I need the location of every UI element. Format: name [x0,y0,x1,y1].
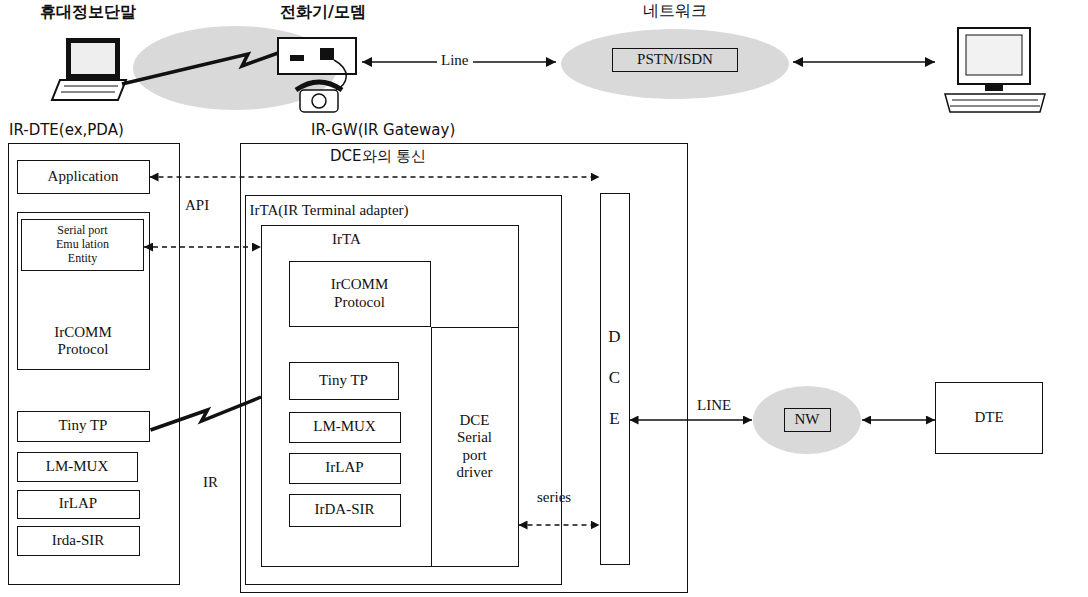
node-label: 네트워크 [643,2,707,20]
adapter-inner-box: IrTA IrCOMM ProtocolTiny TP LM-MUX IrLAP IrD… [261,225,519,567]
edge-label: IR [203,474,218,491]
adapter-box: IrTA(IR Terminal adapter) IrTA IrCOMM Prot… [245,195,562,585]
network-cloud: 네트워크PSTN/ISDN [560,28,790,100]
edge-label: DCE와의 통신 [330,147,426,166]
node-label: IrCOMM Protocol [315,276,405,311]
node-label: IR-GW(IR Gateway) [311,122,455,139]
node-label: IrCOMM Protocol [38,324,128,359]
laptop-base [52,80,126,100]
laptop-keys [61,86,118,92]
layer-box: IrLAP [17,490,140,519]
layer-box: LM-MUX [289,412,401,443]
radio-link [122,48,292,84]
node-body: PSTN/ISDN [612,48,738,71]
node-label: DTE [974,409,1003,426]
node-label: IrLAP [59,495,97,512]
layer-box: Irda-SIR [17,526,140,556]
driver-box: DCE Serial port driver [431,327,519,567]
node-label: LM-MUX [313,418,376,435]
network-arrow [793,61,935,63]
computer-keyboard [945,94,1045,112]
protocol-box: IrCOMM Protocol Serial port Emu lation En… [17,212,150,370]
connector-arrow [144,246,261,248]
gateway-box: IR-GW(IR Gateway)IrTA(IR Terminal adapte… [240,143,688,593]
node-label: Application [48,168,119,185]
connector-arrow [630,419,753,421]
dce-box: DCE [600,193,630,565]
device-box: IR-DTE(ex,PDA)ApplicationIrCOMM Protocol… [8,143,180,585]
phone-body [300,90,338,112]
device-caption: 전화기/모뎀 [280,2,366,23]
node-label: Tiny TP [59,417,108,434]
keyboard-keys [950,100,1040,106]
node-label: DCE Serial port driver [445,412,505,481]
node-label: Serial port Emu lation Entity [50,224,116,265]
connector-arrow [519,524,600,526]
layer-box: IrLAP [289,453,401,484]
node-label: Irda-SIR [52,532,105,549]
node-label: NW [784,408,831,431]
edge-label: API [185,197,209,214]
layer-box: LM-MUX [17,452,138,482]
protocol-box: IrCOMM Protocol [289,261,431,327]
node-label: IrLAP [325,459,363,476]
laptop-display [71,43,115,74]
computer-monitor [958,28,1030,84]
network-cloud: NW [752,385,862,455]
layer-box: Application [17,160,150,194]
entity-box: Serial port Emu lation Entity [21,219,144,271]
node-label: DCE [606,317,623,439]
edge-label: series [537,489,571,506]
phone-handset [296,82,342,90]
computer-screen [966,35,1022,75]
node-label: IR-DTE(ex,PDA) [9,122,124,139]
node-label: IrTA(IR Terminal adapter) [250,202,409,219]
line-label: Line [437,52,473,69]
connector-arrow [150,176,600,178]
node-label: IrTA [332,231,361,248]
cloud-shape [561,29,789,99]
modem-slot [290,55,304,61]
cloud-shape [753,386,861,454]
phone-dial [312,94,326,108]
node-label: IrDA-SIR [315,501,375,518]
layer-box: Tiny TP [289,362,399,400]
edge-label: LINE [697,397,731,414]
layer-box: IrDA-SIR [289,494,401,527]
modem-jack [320,48,334,60]
laptop-screen [66,38,120,80]
node-label: Tiny TP [319,372,368,389]
terminal-box: DTE [935,382,1043,454]
connector-arrow [862,419,935,421]
computer-stand [985,84,1003,91]
layer-box: Tiny TP [17,411,150,442]
device-caption: 휴대정보단말 [40,2,136,23]
node-label: LM-MUX [46,458,109,475]
